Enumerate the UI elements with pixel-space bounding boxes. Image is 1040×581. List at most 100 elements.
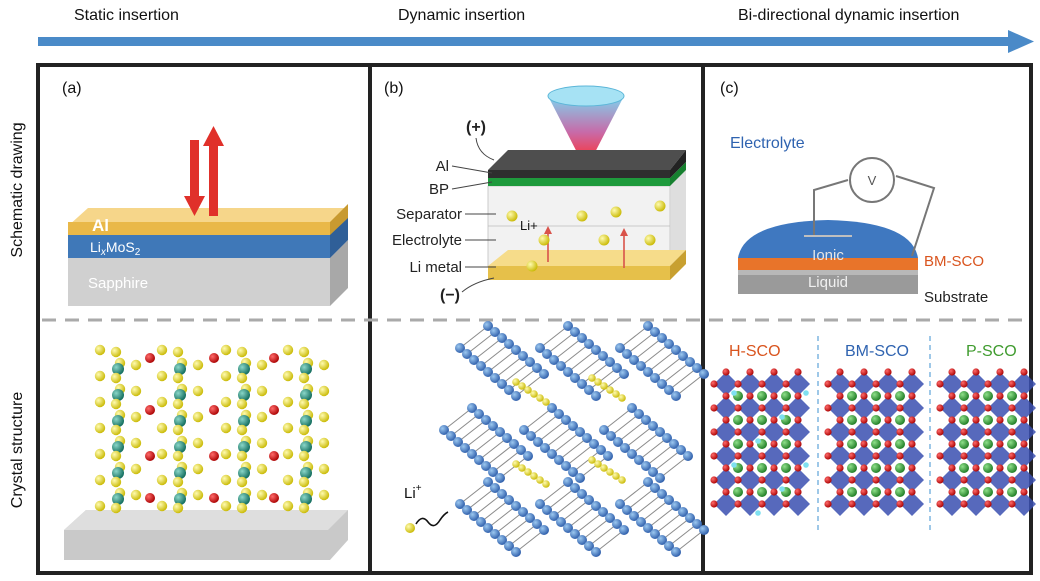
phosphorus-atom bbox=[497, 489, 507, 499]
li-atom bbox=[209, 353, 219, 363]
phosphorus-atom bbox=[619, 369, 629, 379]
sr-atom bbox=[895, 391, 905, 401]
oxygen-atom bbox=[836, 488, 844, 496]
molybdenum-atom bbox=[300, 441, 312, 453]
oxygen-atom bbox=[1020, 416, 1028, 424]
film-label: BM-SCO bbox=[924, 253, 984, 270]
co-octahedron bbox=[852, 492, 876, 516]
bm-sco-lattice bbox=[824, 368, 924, 516]
co-octahedron bbox=[714, 420, 738, 444]
phosphorus-atom bbox=[446, 431, 456, 441]
co-octahedron bbox=[1012, 492, 1036, 516]
p-bond bbox=[675, 373, 705, 397]
li-ion bbox=[536, 394, 544, 402]
sulfur-atom bbox=[94, 396, 106, 408]
co-octahedron bbox=[786, 444, 810, 468]
phosphorus-atom bbox=[490, 373, 500, 383]
phosphorus-atom bbox=[648, 421, 658, 431]
sr-atom bbox=[847, 439, 857, 449]
oxygen-atom bbox=[824, 380, 832, 388]
p-bond bbox=[466, 331, 496, 355]
li-ion bbox=[518, 382, 526, 390]
oxygen-atom bbox=[860, 464, 868, 472]
co-octahedron bbox=[852, 444, 876, 468]
co-octahedron bbox=[940, 444, 964, 468]
li-atom bbox=[209, 493, 219, 503]
phosphorus-atom bbox=[627, 403, 637, 413]
oxygen-atom bbox=[908, 464, 916, 472]
sr-atom bbox=[983, 391, 993, 401]
oxygen-atom bbox=[972, 488, 980, 496]
phosphorus-atom bbox=[650, 373, 660, 383]
p-bond bbox=[471, 431, 501, 455]
oxygen-atom bbox=[782, 404, 790, 412]
oxygen-atom bbox=[1008, 428, 1016, 436]
oxygen-atom bbox=[824, 476, 832, 484]
co-octahedron bbox=[988, 444, 1012, 468]
p-bond bbox=[539, 481, 569, 505]
sulfur-atom bbox=[318, 411, 330, 423]
oxygen-atom bbox=[1020, 392, 1028, 400]
sulfur-atom bbox=[110, 346, 122, 358]
oxygen-atom bbox=[908, 416, 916, 424]
sulfur-atom bbox=[220, 396, 232, 408]
oxygen-atom bbox=[1008, 380, 1016, 388]
co-octahedron bbox=[940, 372, 964, 396]
p-bond bbox=[501, 361, 531, 385]
sulfur-atom bbox=[94, 370, 106, 382]
voltmeter-circuit bbox=[804, 175, 936, 257]
oxygen-atom bbox=[794, 488, 802, 496]
phosphorus-atom bbox=[664, 541, 674, 551]
ionic-liquid-drop bbox=[738, 220, 918, 258]
li-atom bbox=[269, 353, 279, 363]
panel-b-schematic: (b) Li+ (+) Al BP Separator bbox=[384, 80, 686, 304]
li-ion bbox=[518, 464, 526, 472]
phosphorus-atom bbox=[641, 461, 651, 471]
co-octahedron bbox=[852, 372, 876, 396]
p-bond bbox=[588, 523, 618, 547]
oxygen-atom bbox=[860, 416, 868, 424]
phosphorus-atom bbox=[657, 379, 667, 389]
sulfur-atom bbox=[318, 489, 330, 501]
p-bond bbox=[675, 529, 705, 553]
sulfur-atom bbox=[220, 370, 232, 382]
sulfur-atom bbox=[110, 450, 122, 462]
phosphorus-atom bbox=[570, 373, 580, 383]
phosphorus-atom bbox=[598, 351, 608, 361]
p-bond bbox=[560, 343, 590, 367]
sulfur-atom bbox=[256, 489, 268, 501]
co-octahedron bbox=[762, 396, 786, 420]
sulfur-atom bbox=[110, 398, 122, 410]
molybdenum-atom bbox=[174, 363, 186, 375]
oxygen-atom bbox=[960, 476, 968, 484]
phosphorus-atom bbox=[467, 403, 477, 413]
oxygen-atom bbox=[836, 464, 844, 472]
phosphorus-atom bbox=[582, 433, 592, 443]
p-bond bbox=[560, 499, 590, 523]
phosphorus-atom bbox=[476, 361, 486, 371]
sulfur-atom bbox=[110, 424, 122, 436]
co-octahedron bbox=[900, 396, 924, 420]
li-chain-group bbox=[512, 374, 626, 488]
oxygen-atom bbox=[872, 428, 880, 436]
sulfur-atom bbox=[298, 398, 310, 410]
p-bond bbox=[631, 431, 661, 455]
phosphorus-atom bbox=[605, 513, 615, 523]
li-ion-legend-wave bbox=[415, 511, 449, 527]
liquid-label: Liquid bbox=[808, 274, 848, 291]
co-octahedron bbox=[940, 492, 964, 516]
oxygen-atom bbox=[996, 392, 1004, 400]
oxygen-atom bbox=[936, 428, 944, 436]
co-octahedron bbox=[738, 396, 762, 420]
phosphorus-atom bbox=[636, 517, 646, 527]
phosphorus-atom bbox=[620, 443, 630, 453]
p-bond bbox=[523, 407, 553, 431]
li-atom bbox=[145, 493, 155, 503]
co-octahedron bbox=[1012, 372, 1036, 396]
phosphorus-atom bbox=[598, 507, 608, 517]
phosphorus-atom bbox=[481, 415, 491, 425]
oxygen-atom bbox=[758, 404, 766, 412]
oxygen-atom bbox=[960, 404, 968, 412]
oxygen-atom bbox=[710, 476, 718, 484]
oxygen-atom bbox=[960, 380, 968, 388]
